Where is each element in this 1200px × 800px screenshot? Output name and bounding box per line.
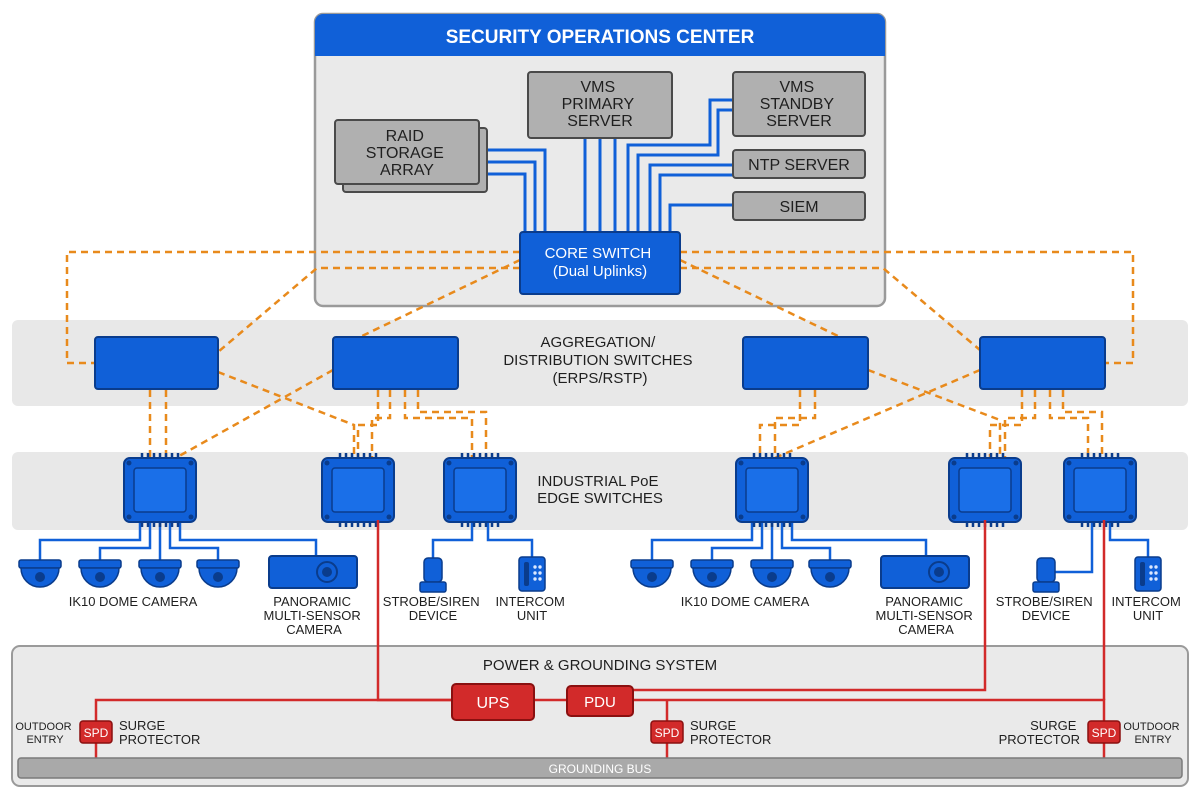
panoramic-camera-2 <box>880 555 970 589</box>
core-switch: CORE SWITCH (Dual Uplinks) <box>519 231 681 295</box>
vms-standby-label: VMS STANDBY SERVER <box>760 79 839 130</box>
strobe-siren-1 <box>419 557 447 593</box>
siem-server: SIEM <box>732 191 866 221</box>
spd-middle: SPD <box>650 720 684 744</box>
edge-label: INDUSTRIAL PoE EDGE SWITCHES <box>537 473 663 507</box>
aggregation-label: AGGREGATION/ DISTRIBUTION SWITCHES (ERPS… <box>503 334 696 387</box>
edge-switch-5 <box>947 451 1023 529</box>
dome-camera-7 <box>750 559 794 588</box>
vms-primary-label: VMS PRIMARY SERVER <box>562 79 639 130</box>
edge-switch-6 <box>1062 451 1138 529</box>
device-links <box>38 520 1150 574</box>
soc-internal-links <box>480 98 733 232</box>
edge-switch-1 <box>122 451 198 529</box>
spd-left: SPD <box>79 720 113 744</box>
spd-right-label: SPD <box>1092 726 1117 740</box>
ntp-label: NTP SERVER <box>748 157 850 174</box>
devices-left <box>18 555 546 593</box>
pdu-unit: PDU <box>566 685 634 717</box>
strobe-siren-2 <box>1032 557 1060 593</box>
strobe-label-left: STROBE/SIREN DEVICE <box>383 594 483 623</box>
spd-left-label: SPD <box>84 726 109 740</box>
security-operations-center: SECURITY OPERATIONS CENTER RAID STORAGE … <box>313 12 887 308</box>
agg-switch-2 <box>332 336 459 390</box>
vms-standby-server: VMS STANDBY SERVER <box>732 71 866 137</box>
dome-label-left: IK10 DOME CAMERA <box>69 594 198 609</box>
panoramic-camera-1 <box>268 555 358 589</box>
ntp-server: NTP SERVER <box>732 149 866 179</box>
agg-switch-3 <box>742 336 869 390</box>
device-labels: IK10 DOME CAMERA PANORAMIC MULTI-SENSOR … <box>69 594 1185 637</box>
devices-right <box>630 555 1162 593</box>
edge-switch-3 <box>442 451 518 529</box>
dome-camera-5 <box>630 559 674 588</box>
grounding-bus: GROUNDING BUS <box>17 757 1183 779</box>
dome-camera-4 <box>196 559 240 588</box>
dome-camera-8 <box>808 559 852 588</box>
surge-label-middle: SURGE PROTECTOR <box>690 718 771 747</box>
siem-label: SIEM <box>779 199 818 216</box>
vms-primary-server: VMS PRIMARY SERVER <box>527 71 673 139</box>
soc-title: SECURITY OPERATIONS CENTER <box>446 27 755 48</box>
aggregation-switches <box>94 336 1106 390</box>
panoramic-label-right: PANORAMIC MULTI-SENSOR CAMERA <box>876 594 977 637</box>
dome-camera-1 <box>18 559 62 588</box>
agg-switch-4 <box>979 336 1106 390</box>
fiber-links <box>65 250 1135 470</box>
power-title: POWER & GROUNDING SYSTEM <box>483 657 717 674</box>
dome-camera-3 <box>138 559 182 588</box>
intercom-label-right: INTERCOM UNIT <box>1112 594 1185 623</box>
edge-band <box>12 452 1188 530</box>
intercom-2 <box>1134 556 1162 592</box>
dome-camera-6 <box>690 559 734 588</box>
dome-label-right: IK10 DOME CAMERA <box>681 594 810 609</box>
edge-switch-4 <box>734 451 810 529</box>
spd-middle-label: SPD <box>655 726 680 740</box>
surge-label-left: SURGE PROTECTOR <box>119 718 200 747</box>
outdoor-entry-left: OUTDOOR ENTRY <box>15 721 74 746</box>
intercom-1 <box>518 556 546 592</box>
raid-label: RAID STORAGE ARRAY <box>366 128 448 179</box>
spd-right: SPD <box>1087 720 1121 744</box>
edge-switch-2 <box>320 451 396 529</box>
surge-label-right: SURGE PROTECTOR <box>999 718 1080 747</box>
ups-unit: UPS <box>451 683 535 721</box>
panoramic-label-left: PANORAMIC MULTI-SENSOR CAMERA <box>264 594 365 637</box>
agg-switch-1 <box>94 336 219 390</box>
core-switch-label: CORE SWITCH (Dual Uplinks) <box>545 245 656 280</box>
strobe-label-right: STROBE/SIREN DEVICE <box>996 594 1096 623</box>
raid-storage-array: RAID STORAGE ARRAY <box>334 119 488 193</box>
dome-camera-2 <box>78 559 122 588</box>
intercom-label-left: INTERCOM UNIT <box>496 594 569 623</box>
power-grounding-system: POWER & GROUNDING SYSTEM UPS PDU SPD OUT… <box>11 520 1189 787</box>
pdu-label: PDU <box>584 694 616 711</box>
ups-label: UPS <box>477 695 510 712</box>
outdoor-entry-right: OUTDOOR ENTRY <box>1123 721 1182 746</box>
grounding-bus-label: GROUNDING BUS <box>549 762 652 776</box>
